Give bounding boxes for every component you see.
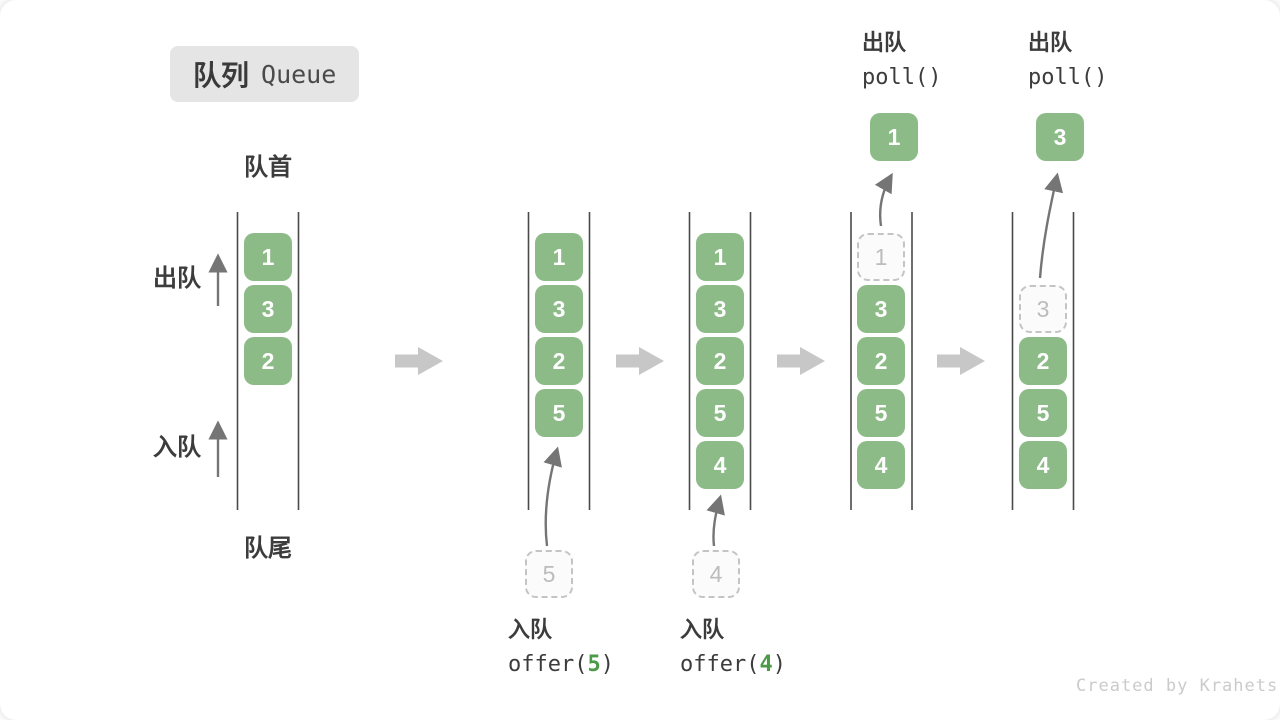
queue-element: 2: [244, 337, 292, 385]
enqueue-op-zh: 入队: [508, 617, 553, 642]
code-pre: offer(: [680, 652, 760, 678]
pending-element: 5: [525, 550, 573, 598]
queue-element: 3: [535, 285, 583, 333]
queue-rear-label: 队尾: [244, 535, 292, 562]
queue-element: 4: [1019, 441, 1067, 489]
poll3-arrow: [1038, 172, 1064, 279]
poll1-op-label: 出队 poll(): [862, 30, 942, 91]
queue-element: 5: [696, 389, 744, 437]
right-block-arrow-4: [937, 347, 985, 375]
queue-channel-walls: [236, 212, 1075, 510]
dequeue-op-zh: 出队: [1028, 30, 1073, 55]
queue-element: 3: [244, 285, 292, 333]
poll3-op-label: 出队 poll(): [1028, 30, 1108, 91]
queue-element: 2: [696, 337, 744, 385]
offer5-arrow: [543, 446, 562, 547]
offer5-op-label: 入队 offer(5): [508, 617, 614, 677]
poll1-arrow: [874, 172, 893, 227]
removed-slot: 1: [857, 233, 905, 281]
queue-element: 1: [696, 233, 744, 281]
dequeue-op-code: poll(): [862, 65, 942, 91]
queue-element: 3: [857, 285, 905, 333]
right-block-arrow-1: [395, 347, 443, 375]
dequeue-op-zh: 出队: [862, 30, 907, 55]
code-post: ): [772, 652, 786, 678]
queue-element: 2: [857, 337, 905, 385]
queue-front-label: 队首: [244, 154, 292, 181]
title-en: Queue: [261, 59, 337, 89]
enqueue-op-code: offer(4): [680, 653, 786, 677]
right-block-arrow-3: [777, 347, 825, 375]
watermark-credit: Created by Krahets: [1076, 676, 1279, 696]
dequeue-side-label: 出队: [153, 265, 201, 292]
enqueue-side-label: 入队: [153, 434, 201, 461]
queue-element: 5: [1019, 389, 1067, 437]
enqueue-op-code: offer(5): [508, 653, 614, 677]
title-badge: 队列 Queue: [170, 46, 360, 102]
queue-element: 4: [857, 441, 905, 489]
code-arg: 4: [759, 652, 773, 678]
offer4-op-label: 入队 offer(4): [680, 617, 786, 677]
code-post: ): [600, 652, 614, 678]
popped-element: 3: [1036, 113, 1084, 161]
queue-element: 2: [1019, 337, 1067, 385]
popped-element: 1: [870, 113, 918, 161]
queue-element: 5: [535, 389, 583, 437]
queue-element: 1: [535, 233, 583, 281]
queue-element: 3: [696, 285, 744, 333]
queue-element: 5: [857, 389, 905, 437]
dequeue-op-code: poll(): [1028, 65, 1108, 91]
operation-arrows: [543, 172, 1064, 547]
enqueue-op-zh: 入队: [680, 617, 725, 642]
code-pre: offer(: [508, 652, 588, 678]
stage-transition-arrows: [395, 347, 985, 375]
queue-element: 1: [244, 233, 292, 281]
offer4-arrow: [706, 494, 725, 547]
pending-element: 4: [692, 550, 740, 598]
code-arg: 5: [587, 652, 601, 678]
removed-slot: 3: [1019, 285, 1067, 333]
queue-element: 2: [535, 337, 583, 385]
title-zh: 队列: [193, 60, 250, 91]
queue-element: 4: [696, 441, 744, 489]
right-block-arrow-2: [616, 347, 664, 375]
